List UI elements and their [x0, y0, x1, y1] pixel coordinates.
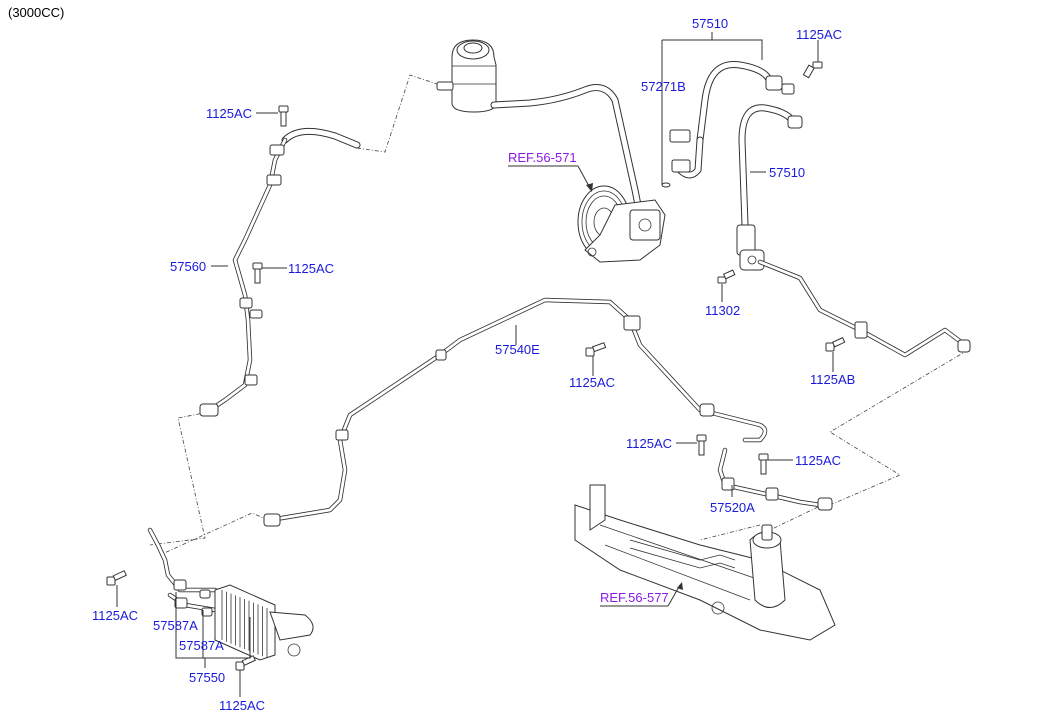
bolt-icon [802, 61, 823, 79]
callout-1125ac[interactable]: 1125AC [92, 608, 138, 623]
engine-variant-label: (3000CC) [8, 5, 64, 20]
callout-57520a[interactable]: 57520A [710, 500, 755, 515]
bolt-icon [106, 570, 127, 586]
steering-gear [574, 484, 836, 641]
connection-lines [149, 74, 969, 556]
bolts [106, 61, 846, 671]
callout-57510[interactable]: 57510 [769, 165, 805, 180]
oil-pump [577, 185, 666, 263]
bolt-icon [758, 453, 769, 475]
bolt-icon [825, 336, 846, 352]
callout-1125ac[interactable]: 1125AC [569, 375, 615, 390]
bolt-icon [585, 342, 607, 357]
ref-oil-pump[interactable]: REF.56-571 [508, 150, 577, 165]
callout-11302[interactable]: 11302 [705, 303, 740, 318]
reservoir [436, 39, 497, 113]
ref-steering-gear[interactable]: REF.56-577 [600, 590, 669, 605]
callout-57587a[interactable]: 57587A [179, 638, 224, 653]
pipe-clamp [854, 321, 868, 339]
callout-57587a[interactable]: 57587A [153, 618, 198, 633]
oil-cooler [147, 527, 314, 661]
callout-1125ab[interactable]: 1125AB [810, 372, 855, 387]
callout-1125ac[interactable]: 1125AC [626, 436, 672, 451]
callout-1125ac[interactable]: 1125AC [288, 261, 334, 276]
cooler-pipe-57540e [267, 297, 768, 523]
callout-1125ac[interactable]: 1125AC [795, 453, 841, 468]
callout-57271b[interactable]: 57271B [641, 79, 686, 94]
bolt-icon [696, 434, 707, 456]
callout-57540e[interactable]: 57540E [495, 342, 540, 357]
callout-1125ac[interactable]: 1125AC [796, 27, 842, 42]
bolt-icon [717, 269, 736, 284]
bolt-icon [278, 105, 289, 127]
bolt-icon [252, 262, 263, 284]
callout-1125ac[interactable]: 1125AC [219, 698, 265, 713]
hose-fittings [661, 75, 803, 271]
callout-57510[interactable]: 57510 [692, 16, 728, 31]
callout-57550[interactable]: 57550 [189, 670, 225, 685]
leader-lines [116, 32, 834, 697]
callout-57560[interactable]: 57560 [170, 259, 206, 274]
pressure-pipe [757, 259, 968, 358]
callout-1125ac[interactable]: 1125AC [206, 106, 252, 121]
